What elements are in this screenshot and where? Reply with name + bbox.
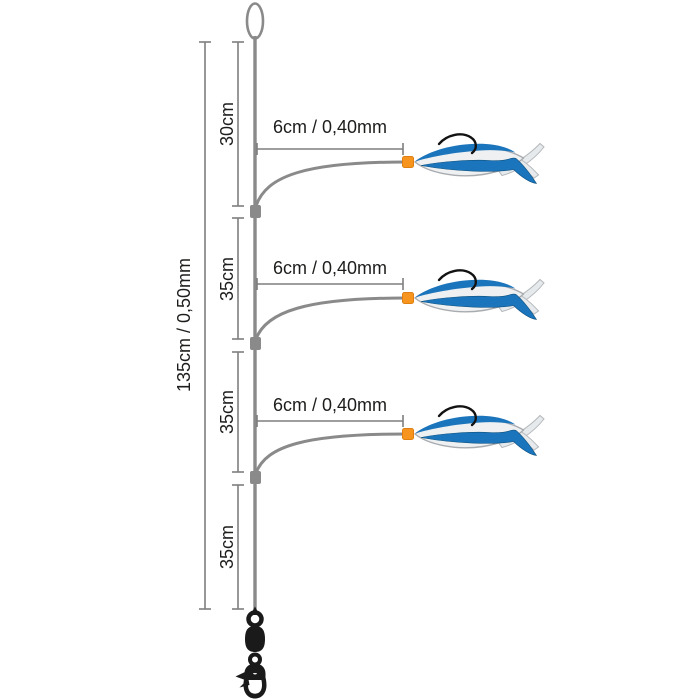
dimension-line-segment-3 [232, 351, 244, 473]
branch-line [254, 432, 407, 474]
crimp-connector-icon [250, 337, 261, 350]
crimp-connector-icon [250, 471, 261, 484]
segment-length-label-2: 35cm [217, 256, 237, 302]
dimension-line-overall [199, 41, 211, 610]
lure-1 [401, 133, 546, 185]
lure-2 [401, 269, 546, 321]
dimension-line-segment-1 [232, 41, 244, 207]
branch-line [254, 160, 407, 207]
segment-length-label-1: 30cm [217, 101, 237, 147]
swivel-snap-icon [235, 606, 267, 699]
dimension-line-branch-1 [256, 143, 404, 155]
crimp-connector-icon [250, 205, 261, 218]
dimension-line-segment-4 [232, 484, 244, 610]
line-loop-icon [245, 2, 265, 40]
branch-length-label-3: 6cm / 0,40mm [272, 395, 388, 415]
lure-3 [401, 405, 546, 457]
branch-length-label-2: 6cm / 0,40mm [272, 258, 388, 278]
dimension-line-segment-2 [232, 217, 244, 340]
segment-length-label-3: 35cm [217, 389, 237, 435]
segment-length-label-4: 35cm [217, 524, 237, 570]
main-line-length-label: 135cm / 0,50mm [174, 257, 194, 393]
dimension-line-branch-3 [256, 415, 404, 427]
dimension-line-branch-2 [256, 278, 404, 290]
branch-line [254, 296, 407, 340]
branch-length-label-1: 6cm / 0,40mm [272, 117, 388, 137]
